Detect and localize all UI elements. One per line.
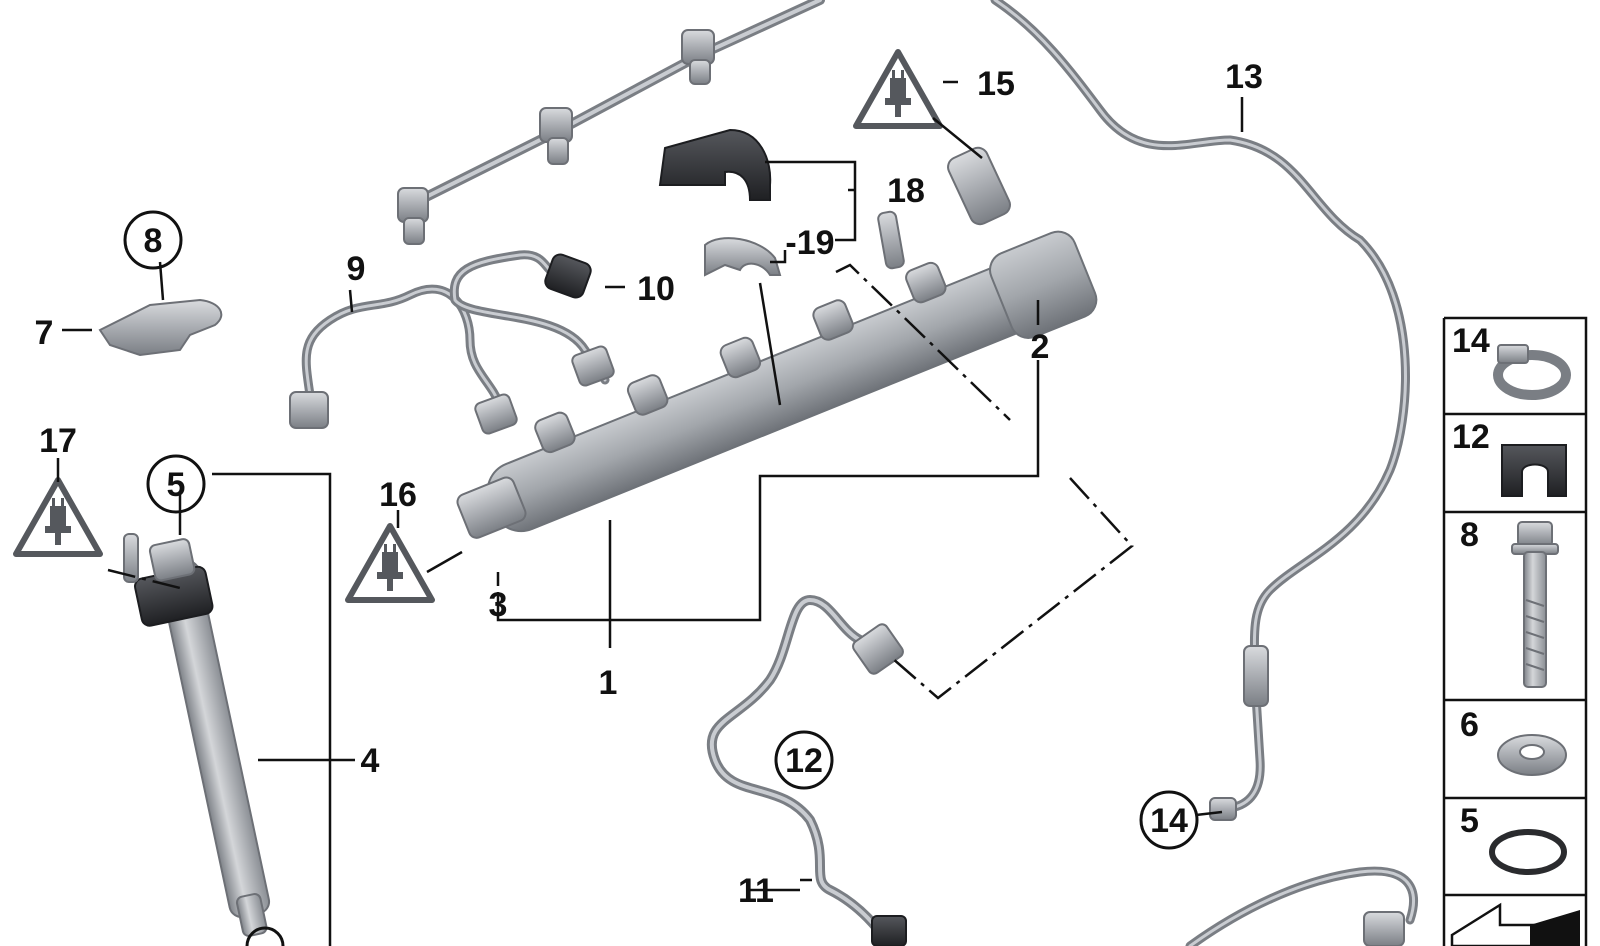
injector-4 — [123, 533, 271, 937]
sidebar-label-14: 14 — [1452, 322, 1490, 360]
callout-12: 12 — [785, 742, 823, 780]
callout-10: 10 — [637, 270, 675, 308]
hose-clamp-icon — [1493, 344, 1571, 400]
callout-7: 7 — [35, 314, 54, 352]
callout-16: 16 — [379, 476, 417, 514]
warning-triangle-electrical-icon — [16, 480, 100, 554]
callout-labels: 1 2 3 4 5 7 8 9 10 11 12 13 14 15 16 17 … — [35, 58, 1490, 910]
return-line-13 — [990, 0, 1410, 821]
callout-2: 2 — [1031, 328, 1050, 366]
callout-4: 4 — [361, 742, 380, 780]
warning-triangle-electrical-icon — [348, 526, 432, 600]
callout-19: -19 — [785, 224, 834, 262]
fuel-rail-1 — [456, 146, 1098, 539]
lower-line — [1185, 866, 1418, 946]
callout-1: 1 — [599, 664, 618, 702]
callout-8: 8 — [144, 222, 163, 260]
leak-off-line — [397, 0, 825, 245]
washer-icon — [1497, 734, 1567, 776]
sidebar-label-6: 6 — [1460, 706, 1479, 744]
high-pressure-line-11 — [706, 595, 907, 946]
bolt-icon — [1511, 521, 1559, 688]
callout-14: 14 — [1150, 802, 1188, 840]
callout-3: 3 — [489, 586, 508, 624]
callout-9: 9 — [347, 250, 366, 288]
o-ring-icon — [1489, 829, 1567, 875]
callout-5: 5 — [167, 466, 186, 504]
callout-11: 11 — [738, 872, 774, 910]
sidebar-label-5: 5 — [1460, 802, 1479, 840]
clamp-7 — [98, 298, 223, 357]
sidebar-label-12: 12 — [1452, 418, 1490, 456]
warning-triangle-electrical-icon — [856, 52, 940, 126]
callout-15: 15 — [977, 65, 1015, 103]
callout-13: 13 — [1225, 58, 1263, 96]
arrow-tab-icon — [1450, 902, 1580, 946]
callout-18: 18 — [887, 172, 925, 210]
leader-lines — [56, 80, 1244, 946]
parts-sidebar — [1442, 316, 1588, 946]
clip-19 — [704, 237, 782, 277]
rubber-grommet-icon — [1501, 444, 1567, 497]
sidebar-label-8: 8 — [1460, 516, 1479, 554]
callout-17: 17 — [39, 422, 77, 460]
injector-lines-9-10 — [289, 250, 615, 435]
bracket-18 — [658, 128, 772, 201]
circled-callouts — [123, 210, 1199, 946]
